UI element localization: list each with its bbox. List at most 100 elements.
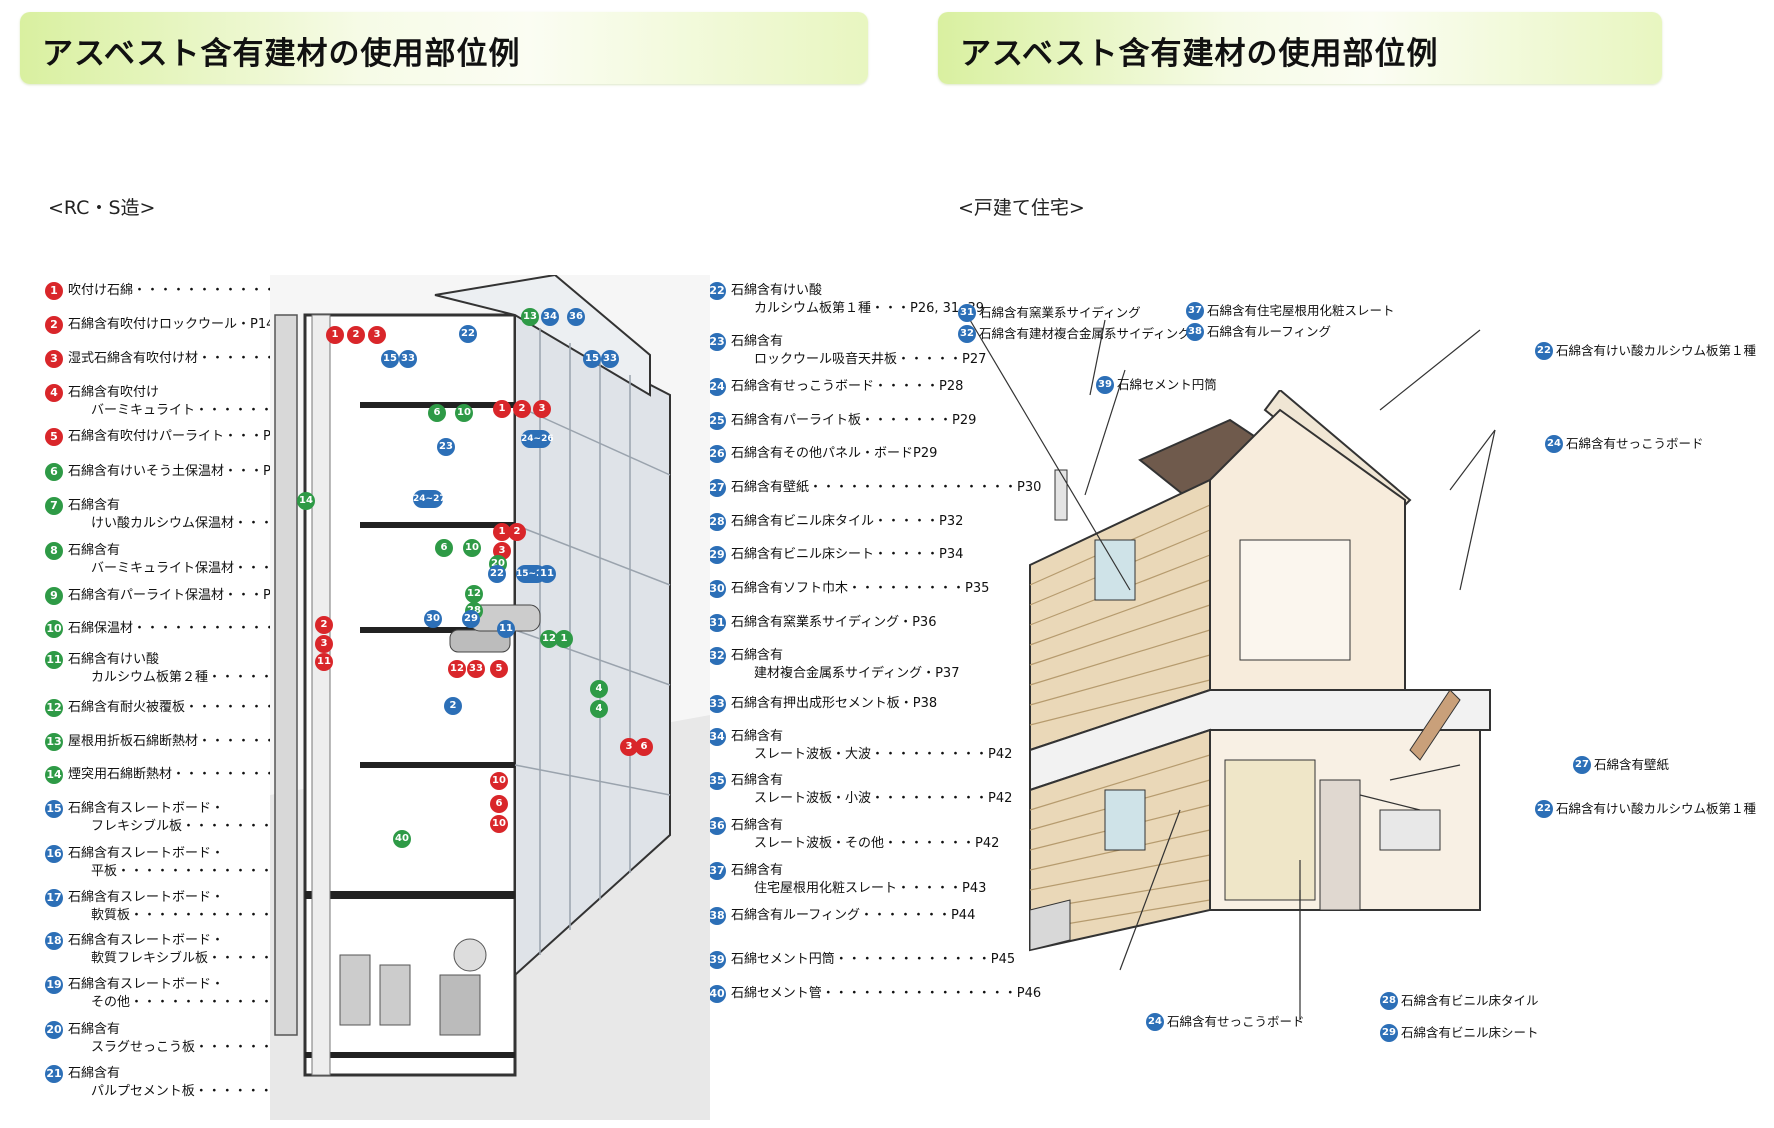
rc-s-subtitle: <RC・S造> bbox=[48, 197, 156, 219]
legend-line1: 石綿含有ルーフィング・・・・・・・P44 bbox=[731, 908, 976, 923]
building-badge: 6 bbox=[635, 738, 653, 756]
legend-item: 40 石綿セメント管・・・・・・・・・・・・・・・P46 bbox=[708, 985, 1041, 1003]
building-badge: 1 bbox=[555, 630, 573, 648]
building-badge: 3 bbox=[368, 326, 386, 344]
house-illustration bbox=[1029, 390, 1491, 952]
legend-line2: 建材複合金属系サイディング・P37 bbox=[754, 666, 960, 681]
legend-line1: 石綿含有けいそう土保温材・・・P18 bbox=[68, 464, 288, 479]
legend-number-badge: 20 bbox=[45, 1021, 63, 1039]
legend-item: 26 石綿含有その他パネル・ボードP29 bbox=[708, 445, 937, 463]
building-badge: 24~27 bbox=[413, 490, 446, 508]
legend-line2: カルシウム板第１種・・・P26, 31, 39 bbox=[754, 301, 984, 316]
legend-line1: 石綿セメント管・・・・・・・・・・・・・・・P46 bbox=[731, 986, 1042, 1001]
building-badge: 6 bbox=[435, 539, 453, 557]
building-badge: 22 bbox=[459, 325, 477, 343]
building-badge: 10 bbox=[490, 772, 508, 790]
legend-number-badge: 8 bbox=[45, 542, 63, 560]
legend-line1: 石綿含有吹付けロックウール・P14 bbox=[68, 317, 275, 332]
legend-number-badge: 36 bbox=[708, 817, 726, 835]
legend-number-badge: 37 bbox=[708, 862, 726, 880]
legend-number-badge: 5 bbox=[45, 428, 63, 446]
legend-number-badge: 6 bbox=[45, 463, 63, 481]
legend-number-badge: 26 bbox=[708, 445, 726, 463]
legend-line1: 石綿含有 bbox=[68, 1066, 121, 1081]
building-badge: 2 bbox=[315, 616, 333, 634]
building-badge: 12 bbox=[448, 660, 466, 678]
legend-number-badge: 17 bbox=[45, 889, 63, 907]
legend-item: 31 石綿含有窯業系サイディング・P36 bbox=[708, 614, 936, 632]
legend-number-badge: 23 bbox=[708, 333, 726, 351]
building-badge: 3 bbox=[533, 400, 551, 418]
building-badge: 23 bbox=[437, 438, 455, 456]
legend-line1: 石綿含有吹付けパーライト・・・P17 bbox=[68, 429, 288, 444]
legend-number-badge: 40 bbox=[708, 985, 726, 1003]
house-subtitle: <戸建て住宅> bbox=[958, 197, 1085, 219]
building-badge: 2 bbox=[513, 400, 531, 418]
building-badge: 2 bbox=[347, 326, 365, 344]
legend-number-badge: 4 bbox=[45, 384, 63, 402]
legend-line1: 石綿含有押出成形セメント板・P38 bbox=[731, 696, 938, 711]
legend-line1: 石綿含有その他パネル・ボードP29 bbox=[731, 446, 938, 461]
legend-line1: 石綿含有 bbox=[731, 729, 784, 744]
left-page-title: アスベスト含有建材の使用部位例 bbox=[42, 36, 521, 72]
building-badge: 15 bbox=[583, 350, 601, 368]
legend-line2: スレート波板・大波・・・・・・・・・P42 bbox=[754, 747, 1013, 762]
building-badge: 2 bbox=[444, 697, 462, 715]
legend-number-badge: 38 bbox=[708, 907, 726, 925]
legend-number-badge: 13 bbox=[45, 733, 63, 751]
legend-line1: 湿式石綿含有吹付け材・・・・・・・P15 bbox=[68, 351, 314, 366]
building-badge: 40 bbox=[393, 830, 411, 848]
legend-number-badge: 30 bbox=[708, 580, 726, 598]
legend-line1: 石綿含有 bbox=[731, 773, 784, 788]
left-header-bar: アスベスト含有建材の使用部位例 bbox=[20, 12, 868, 84]
legend-number-badge: 32 bbox=[708, 647, 726, 665]
legend-item: 23 石綿含有ロックウール吸音天井板・・・・・P27 bbox=[708, 333, 986, 369]
building-badge: 34 bbox=[541, 308, 559, 326]
legend-number-badge: 3 bbox=[45, 350, 63, 368]
legend-line1: 石綿含有スレートボード・ bbox=[68, 890, 225, 905]
legend-number-badge: 15 bbox=[45, 800, 63, 818]
legend-number-badge: 31 bbox=[708, 614, 726, 632]
legend-line2: スレート波板・小波・・・・・・・・・P42 bbox=[754, 791, 1013, 806]
building-badge: 24~26 bbox=[521, 430, 554, 448]
legend-number-badge: 25 bbox=[708, 412, 726, 430]
building-badge: 22 bbox=[488, 565, 506, 583]
legend-line2: けい酸カルシウム保温材・・・・・P18 bbox=[91, 516, 324, 531]
legend-number-badge: 22 bbox=[708, 282, 726, 300]
legend-line1: 石綿含有吹付け bbox=[68, 385, 160, 400]
legend-item: 5 石綿含有吹付けパーライト・・・P17 bbox=[45, 428, 287, 446]
legend-number-badge: 1 bbox=[45, 282, 63, 300]
legend-line2: バーミキュライト保温材・・・・・P18 bbox=[91, 561, 324, 576]
legend-line1: 石綿含有 bbox=[731, 334, 784, 349]
legend-number-badge: 19 bbox=[45, 976, 63, 994]
legend-line2: ロックウール吸音天井板・・・・・P27 bbox=[754, 352, 987, 367]
legend-line1: 石綿含有スレートボード・ bbox=[68, 933, 225, 948]
legend-line1: 石綿含有窯業系サイディング・P36 bbox=[731, 615, 937, 630]
legend-number-badge: 35 bbox=[708, 772, 726, 790]
legend-line2: スレート波板・その他・・・・・・・P42 bbox=[754, 836, 1000, 851]
legend-number-badge: 33 bbox=[708, 695, 726, 713]
building-badge: 33 bbox=[467, 660, 485, 678]
legend-number-badge: 16 bbox=[45, 845, 63, 863]
building-badge: 6 bbox=[490, 795, 508, 813]
building-badge: 3 bbox=[620, 738, 638, 756]
legend-line1: 石綿含有せっこうボード・・・・・P28 bbox=[731, 379, 964, 394]
legend-number-badge: 29 bbox=[708, 546, 726, 564]
legend-line1: 石綿含有けい酸 bbox=[731, 283, 823, 298]
legend-number-badge: 11 bbox=[45, 651, 63, 669]
building-badge: 6 bbox=[428, 404, 446, 422]
building-badge: 14 bbox=[297, 492, 315, 510]
building-badge: 10 bbox=[455, 404, 473, 422]
